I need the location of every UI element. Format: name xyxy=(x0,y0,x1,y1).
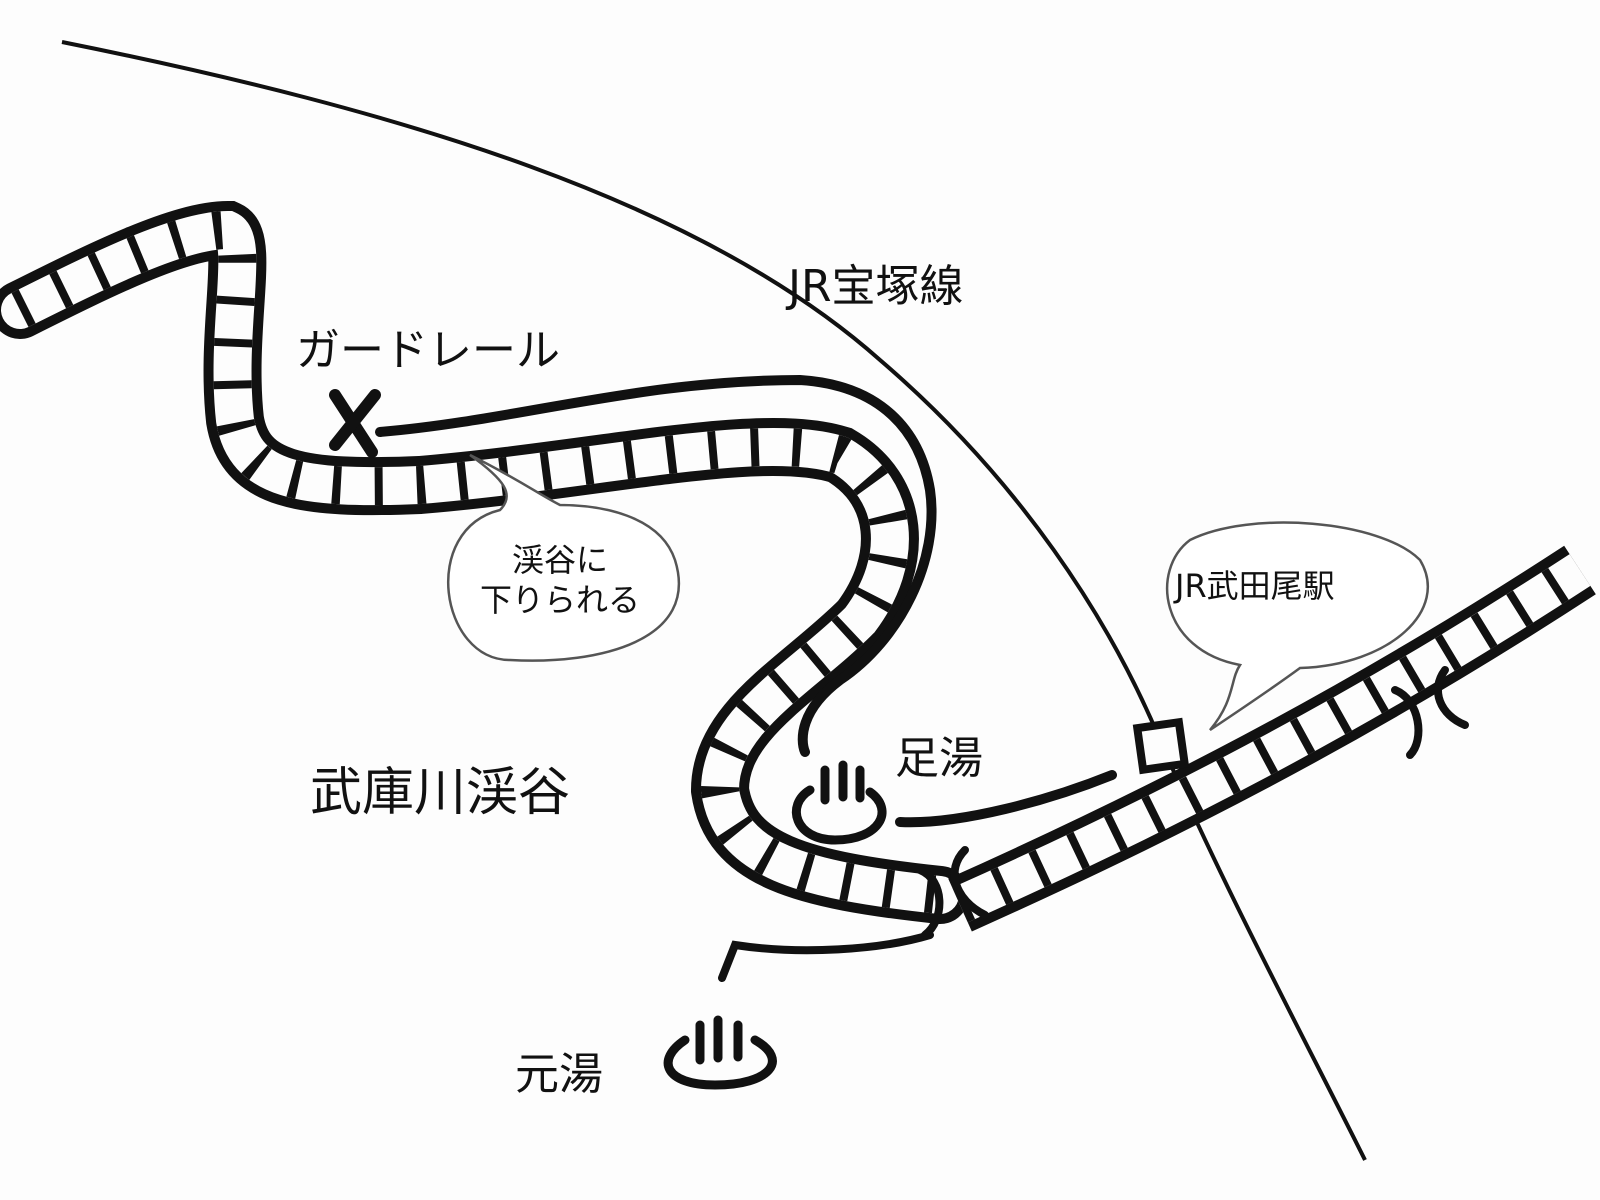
speech-bubble-station xyxy=(1166,521,1430,732)
path-to-motoyu xyxy=(718,931,934,982)
gorge-label: 武庫川渓谷 xyxy=(310,763,571,823)
speech-bubble-gorge-access xyxy=(447,453,681,662)
footbath-label: 足湯 xyxy=(895,733,983,784)
onsen-icon-motoyu xyxy=(663,1015,777,1090)
guardrail-x-icon xyxy=(329,389,381,458)
gorge-access-line2: 下りられる xyxy=(479,581,640,619)
gorge-access-line1: 渓谷に xyxy=(511,541,608,579)
hot-spring-label: 元湯 xyxy=(515,1049,603,1100)
railway-label: JR宝塚線 xyxy=(788,261,964,312)
station-icon xyxy=(1132,717,1190,775)
river-band xyxy=(948,545,1596,932)
gorge-band xyxy=(0,200,969,924)
station-label: JR武田尾駅 xyxy=(1175,567,1335,605)
gorge-access-label: 渓谷に 下りられる xyxy=(470,540,650,620)
railway-line xyxy=(61,40,1367,1161)
bridge-icon xyxy=(916,666,1469,939)
road-to-station xyxy=(895,770,1117,828)
onsen-icon-footbath xyxy=(791,760,887,845)
guardrail-label: ガードレール xyxy=(296,325,560,376)
road xyxy=(375,374,937,757)
